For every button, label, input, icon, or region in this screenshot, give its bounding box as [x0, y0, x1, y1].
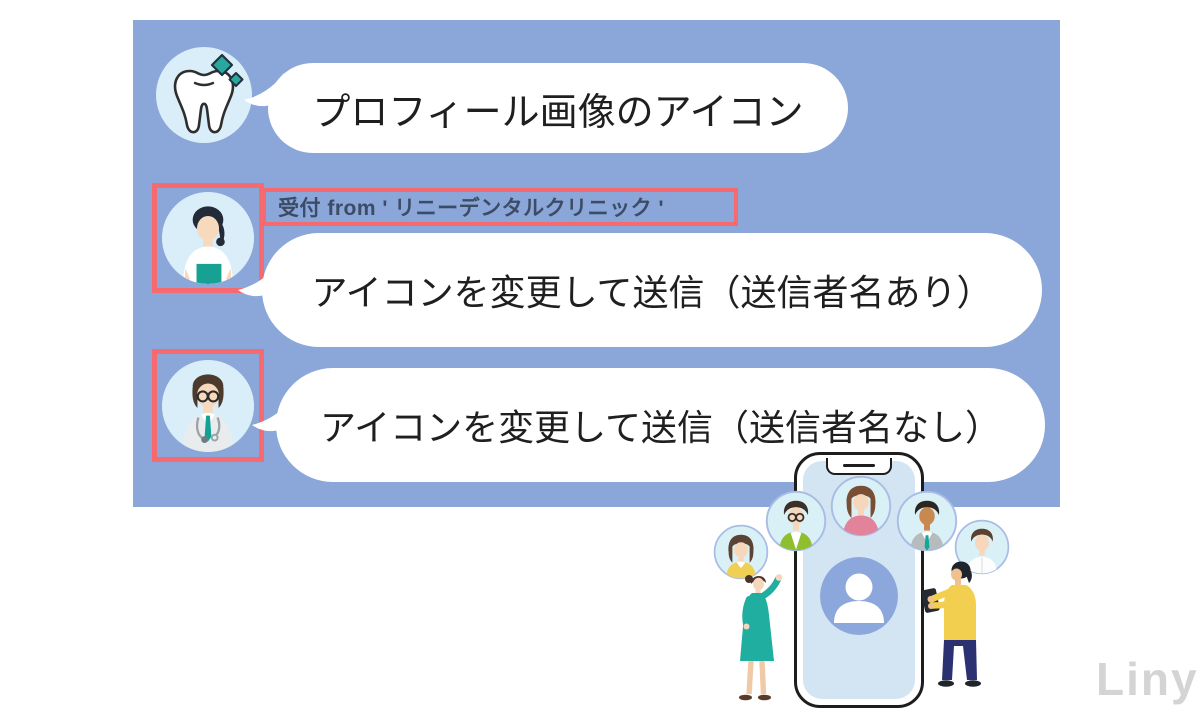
chat-bubble-without-sender-name: アイコンを変更して送信（送信者名なし）: [252, 368, 1045, 482]
doctor-avatar-highlight-box: [152, 349, 264, 462]
man-avatar-icon: [954, 519, 1010, 575]
chat-bubble-profile-icon: プロフィール画像のアイコン: [244, 63, 848, 153]
bubble-tail: [244, 73, 284, 107]
person-silhouette-icon: [820, 557, 898, 635]
woman-avatar-icon: [830, 475, 892, 537]
bubble-text: プロフィール画像のアイコン: [312, 91, 804, 134]
smartphone-illustration: [794, 452, 924, 708]
man-with-phone-icon: [922, 561, 981, 687]
member-avatar-woman-pink: [830, 475, 892, 537]
member-avatar-man-shirt: [954, 519, 1010, 575]
sender-name-highlight-box: 受付 from ' リニーデンタルクリニック ': [262, 188, 738, 226]
sender-name-label: 受付 from ' リニーデンタルクリニック ': [278, 197, 664, 220]
standing-woman-illustration: [716, 570, 801, 712]
bubble-text: アイコンを変更して送信（送信者名あり）: [311, 272, 993, 313]
man-glasses-avatar-icon: [765, 490, 827, 552]
clinic-logo-avatar: [156, 47, 252, 143]
member-avatar-man-suit: [896, 490, 958, 552]
standing-man-illustration: [922, 560, 1007, 710]
receptionist-icon: [162, 192, 254, 284]
member-avatar-woman-yellow: [713, 524, 769, 580]
bubble-text: アイコンを変更して送信（送信者名なし）: [319, 407, 1002, 448]
tooth-icon: [173, 53, 244, 134]
liny-watermark: Liny: [1096, 653, 1199, 705]
waving-woman-icon: [739, 574, 783, 701]
doctor-avatar: [162, 359, 254, 452]
phone-speaker: [843, 464, 875, 467]
phone-notch: [826, 458, 892, 475]
man-suit-avatar-icon: [896, 490, 958, 552]
member-avatar-man-glasses: [765, 490, 827, 552]
woman-avatar-icon: [713, 524, 769, 580]
receptionist-avatar-highlight-box: [152, 183, 264, 293]
bubble-tail: [252, 398, 292, 432]
chat-bubble-with-sender-name: アイコンを変更して送信（送信者名あり）: [238, 233, 1042, 347]
doctor-icon: [162, 359, 254, 452]
receptionist-avatar: [162, 192, 254, 284]
profile-placeholder-avatar: [820, 557, 898, 635]
bubble-tail: [238, 263, 278, 297]
